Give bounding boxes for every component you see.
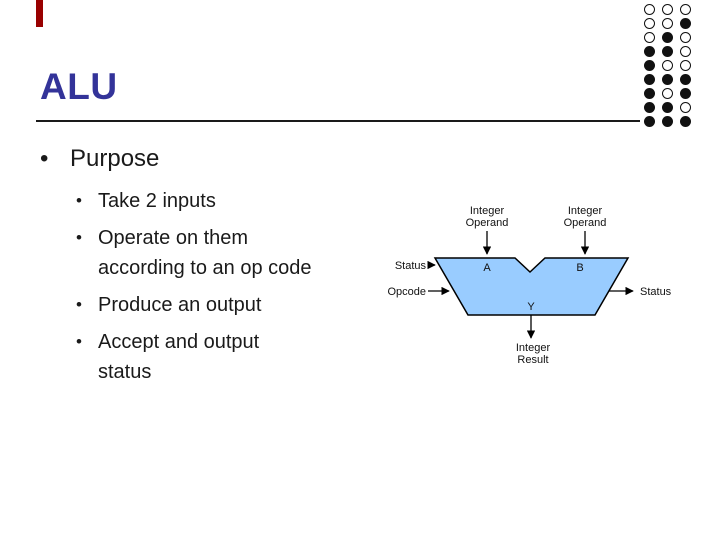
- filled-dot: [680, 88, 691, 99]
- port-b-label: B: [576, 262, 583, 274]
- bullet-item: • Operate on them according to an op code: [76, 223, 340, 283]
- title-divider: [36, 120, 640, 122]
- open-dot: [680, 4, 691, 15]
- bullet-text: Take 2 inputs: [98, 190, 216, 212]
- opcode-label: Opcode: [387, 286, 426, 298]
- filled-dot: [680, 74, 691, 85]
- filled-dot: [644, 88, 655, 99]
- bullet-marker: •: [76, 295, 82, 314]
- open-dot: [680, 46, 691, 57]
- filled-dot: [644, 74, 655, 85]
- open-dot: [662, 88, 673, 99]
- open-dot: [680, 60, 691, 71]
- bullet-level1-text: Purpose: [70, 145, 160, 172]
- bullet-text: Produce an output: [98, 294, 262, 316]
- bullet-item: • Accept and output status: [76, 327, 340, 387]
- alu-trapezoid: [433, 257, 630, 316]
- status-left-label: Status: [395, 260, 427, 272]
- bullet-sublist: • Take 2 inputs • Operate on them according…: [76, 186, 340, 387]
- filled-dot: [662, 74, 673, 85]
- filled-dot: [662, 32, 673, 43]
- bullet-item: • Take 2 inputs: [76, 186, 340, 216]
- open-dot: [662, 4, 673, 15]
- result-label: Integer: [516, 342, 551, 354]
- slide-title: ALU: [40, 66, 118, 107]
- filled-dot: [644, 60, 655, 71]
- bullet-text: Operate on them according to an op code: [98, 227, 312, 279]
- status-right-label: Status: [640, 286, 672, 298]
- open-dot: [662, 60, 673, 71]
- operand-right-label: Integer: [568, 205, 603, 217]
- port-a-label: A: [483, 262, 491, 274]
- dot-grid: [644, 4, 691, 127]
- bullet-marker: •: [40, 145, 49, 172]
- bullet-marker: •: [76, 228, 82, 247]
- bullet-item: • Produce an output: [76, 290, 340, 320]
- filled-dot: [662, 102, 673, 113]
- port-y-label: Y: [527, 301, 535, 313]
- bullet-text: Accept and output status: [98, 331, 260, 383]
- open-dot: [644, 18, 655, 29]
- open-dot: [644, 4, 655, 15]
- open-dot: [662, 18, 673, 29]
- bullet-level1: • Purpose: [40, 142, 340, 176]
- open-dot: [680, 32, 691, 43]
- accent-bar: [36, 0, 43, 27]
- alu-diagram: Integer Operand Integer Operand A B Y St…: [387, 205, 672, 366]
- open-dot: [644, 32, 655, 43]
- operand-left-label: Operand: [466, 217, 509, 229]
- filled-dot: [644, 102, 655, 113]
- filled-dot: [644, 46, 655, 57]
- operand-left-label: Integer: [470, 205, 505, 217]
- operand-right-label: Operand: [564, 217, 607, 229]
- filled-dot: [680, 116, 691, 127]
- result-label: Result: [517, 354, 548, 366]
- bullet-content: • Purpose • Take 2 inputs • Operate on them…: [40, 142, 340, 394]
- open-dot: [680, 102, 691, 113]
- filled-dot: [662, 116, 673, 127]
- filled-dot: [680, 18, 691, 29]
- bullet-marker: •: [76, 191, 82, 210]
- filled-dot: [644, 116, 655, 127]
- bullet-marker: •: [76, 332, 82, 351]
- filled-dot: [662, 46, 673, 57]
